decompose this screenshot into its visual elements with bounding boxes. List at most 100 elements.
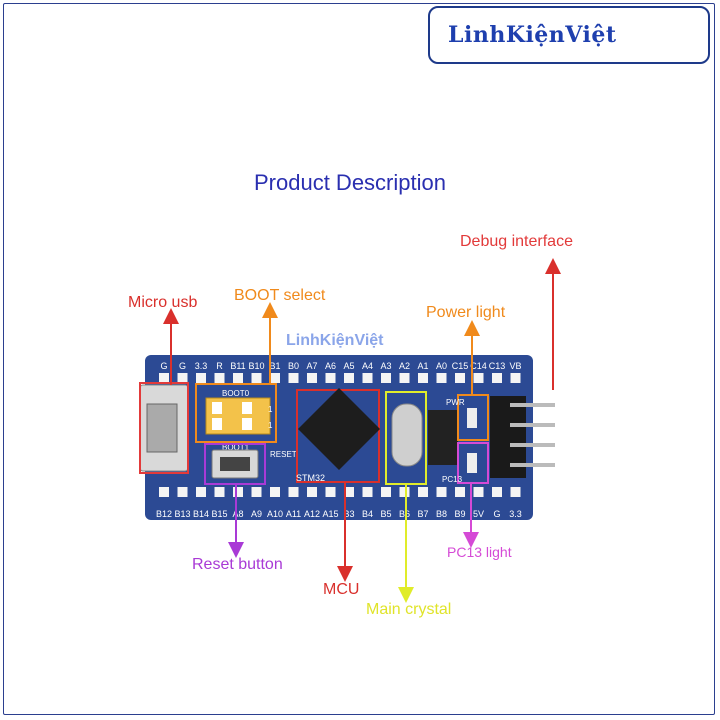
pin-hole [473,487,484,497]
pin-hole [455,373,465,383]
label-micro-usb: Micro usb [128,294,198,311]
pin-label: G [160,361,167,371]
brand-name: LinhKiệnViệt [448,22,617,48]
pin-label: C13 [489,361,506,371]
pc13-mark: PC13 [442,475,463,484]
pin-hole [399,373,410,383]
pin-hole [325,487,336,497]
svg-text:1: 1 [268,405,273,414]
pin-hole [362,487,373,497]
pwr-mark: PWR [446,398,465,407]
label-mcu: MCU [323,581,360,598]
pin-label: B1 [269,361,280,371]
pin-hole [251,373,262,383]
label-reset-button: Reset button [192,556,283,573]
pin-hole [270,373,280,383]
pin-hole [270,487,280,497]
pin-label: 3.3 [509,509,522,519]
page-title: Product Description [254,170,446,195]
watermark: LinhKiệnViệt [286,332,384,349]
pin-hole [455,487,465,497]
pin-hole [381,373,391,383]
pin-label: B6 [399,509,410,519]
pin-label: A4 [362,361,373,371]
boot-select-area [195,383,277,443]
pin-hole [159,487,169,497]
pin-label: A3 [380,361,391,371]
pin-label: A10 [267,509,283,519]
pin-label: B10 [248,361,264,371]
label-main-crystal: Main crystal [366,601,452,618]
label-boot-select: BOOT select [234,287,326,304]
chip-mark: STM32 [296,473,325,483]
pin-hole [344,373,354,383]
pc13-light-area [457,442,489,484]
pin-hole [196,487,206,497]
pin-hole [510,373,521,383]
label-debug-interface: Debug interface [460,233,573,250]
pin-label: B7 [417,509,428,519]
pin-hole [177,373,188,383]
pin-hole [381,487,391,497]
pin-label: A5 [343,361,354,371]
pin-hole [214,373,225,383]
boot1-mark: BOOT1 [222,443,250,452]
pin-hole [233,373,243,383]
pin-hole [492,373,502,383]
pin-label: A1 [417,361,428,371]
pin-label: B11 [230,361,245,371]
pin-label: B0 [288,361,299,371]
pin-hole [233,487,243,497]
mcu-chip [297,387,381,471]
pin-hole [418,487,428,497]
pin-hole [307,487,317,497]
pin-label: A15 [322,509,338,519]
pin-hole [288,373,299,383]
pin-label: B13 [174,509,190,519]
pin-hole [325,373,336,383]
pin-label: 5V [473,509,484,519]
pin-label: B15 [211,509,227,519]
pin-label: B3 [343,509,354,519]
pin-label: G [493,509,500,519]
label-power-light: Power light [426,304,506,321]
svg-text:1: 1 [268,421,273,430]
pin-hole [251,487,262,497]
boot0-mark: BOOT0 [222,389,250,398]
pin-label: A7 [306,361,317,371]
pin-label: R [216,361,223,371]
pin-label: A9 [251,509,262,519]
pin-hole [196,373,206,383]
pin-label: C14 [470,361,487,371]
pin-label: B4 [362,509,373,519]
pin-hole [399,487,410,497]
pin-label: B12 [156,509,172,519]
pin-label: B5 [380,509,391,519]
pin-hole [418,373,428,383]
pin-hole [436,487,447,497]
pin-hole [344,487,354,497]
pin-label: G [179,361,186,371]
reset-mark: RESET [270,450,297,459]
pin-hole [214,487,225,497]
pin-label: C15 [452,361,469,371]
brand-logo: LinhKiệnViệt [428,6,710,64]
pin-hole [307,373,317,383]
pin-label: A2 [399,361,410,371]
pin-hole [492,487,502,497]
pin-label: B14 [193,509,209,519]
pin-hole [362,373,373,383]
pin-hole [473,373,484,383]
image-frame [3,3,715,715]
pin-hole [510,487,521,497]
pin-label: A6 [325,361,336,371]
pin-label: A11 [286,509,301,519]
pin-hole [177,487,188,497]
pin-hole [159,373,169,383]
pin-label: VB [509,361,521,371]
pin-hole [288,487,299,497]
pin-label: 3.3 [195,361,208,371]
pin-label: A0 [436,361,447,371]
